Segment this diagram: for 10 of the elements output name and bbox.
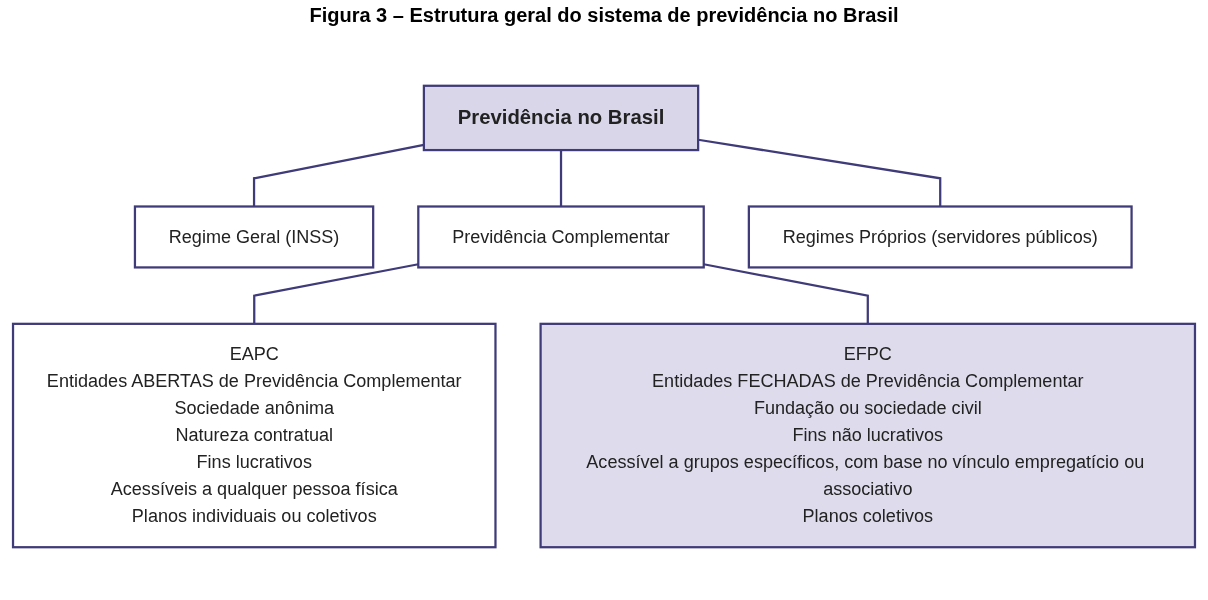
node-box: Previdência no Brasil <box>422 84 700 152</box>
figure-title: Figura 3 – Estrutura geral do sistema de previdência no Brasil <box>309 4 899 27</box>
node-box: Regime Geral (INSS) <box>133 205 375 269</box>
node-box: EFPC Entidades FECHADAS de Previdência Complementar Fundação ou sociedade civil Fins não lucrativos Acessível a grupos específicos, com base no vínculo empregatício ou associativo Planos coletivos <box>539 322 1197 549</box>
node-box: EAPC Entidades ABERTAS de Previdência Complementar Sociedade anônima Natureza contratual Fins lucrativos Acessíveis a qualquer pessoa física Planos individuais ou coletivos <box>11 322 497 549</box>
node-box: Regimes Próprios (servidores públicos) <box>747 205 1133 269</box>
node-box: Previdência Complementar <box>417 205 705 269</box>
connector <box>253 263 419 324</box>
connector <box>703 263 869 324</box>
connector <box>559 150 563 207</box>
